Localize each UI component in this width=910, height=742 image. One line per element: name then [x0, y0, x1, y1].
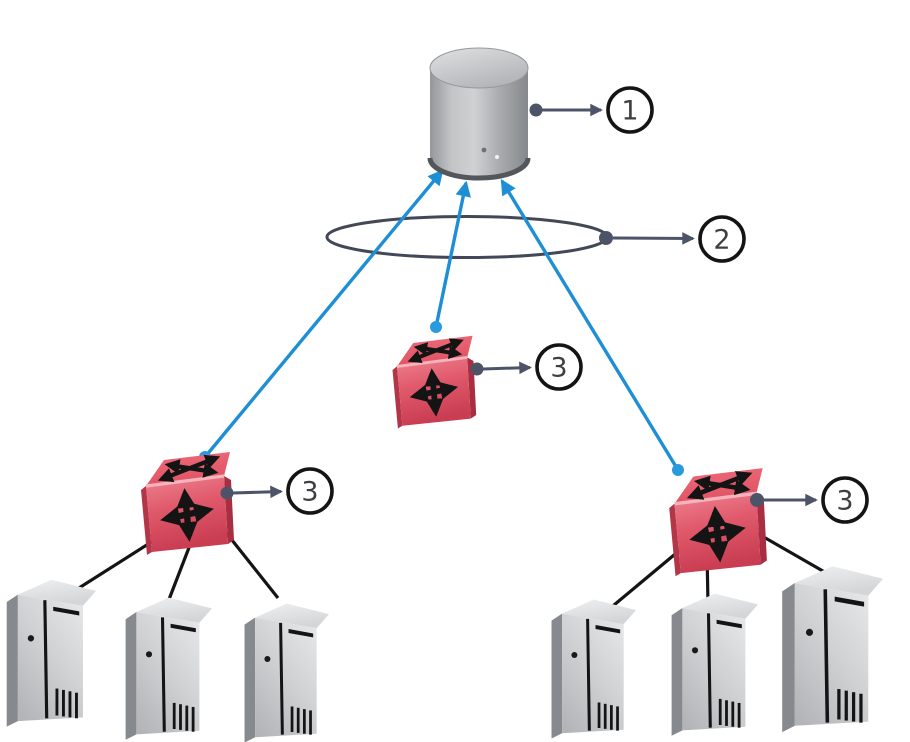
callout-circle [606, 86, 654, 134]
callout-number: 1 [621, 96, 638, 127]
callout-anchor-dot [470, 362, 484, 376]
callout-switch-right: 3 [750, 476, 869, 524]
server-group-right [550, 564, 885, 741]
cylinder-led-dark [481, 147, 487, 153]
uplink-right-switch [500, 178, 680, 471]
server-tower [124, 596, 214, 742]
routing-switch-left [141, 452, 234, 555]
server-tower [780, 564, 885, 734]
server-tower [550, 598, 638, 741]
callout-arrow [482, 361, 532, 375]
uplink-left-switch [203, 169, 444, 459]
link-left-switch-server-2 [166, 544, 192, 603]
ring-ellipse [325, 215, 609, 259]
server-tower [670, 592, 760, 738]
callout-circle [286, 467, 334, 515]
callout-switch-middle: 3 [470, 343, 583, 391]
callout-circle [535, 343, 583, 391]
callout-switch-left: 3 [220, 467, 334, 515]
callout-core: 1 [529, 86, 654, 134]
uplink-middle-switch [434, 180, 471, 328]
callout-anchor-dot [529, 103, 543, 117]
callout-anchor-dot [220, 486, 234, 500]
callout-anchor-dot [750, 493, 764, 507]
routing-switch-middle [393, 336, 477, 429]
callout-arrow [232, 485, 283, 499]
core-cylinder [427, 47, 531, 181]
callout-number: 3 [550, 353, 567, 384]
server-tower [243, 602, 331, 742]
callout-number: 2 [713, 225, 730, 256]
callout-anchor-dot [599, 231, 613, 245]
callout-circle [698, 215, 746, 263]
callout-number: 3 [301, 477, 318, 508]
cylinder-led-light [495, 155, 499, 159]
callout-number: 3 [836, 486, 853, 517]
callout-arrow [612, 232, 695, 245]
blue-uplinks [203, 169, 680, 471]
server-tower [5, 578, 98, 729]
routing-switch-right [669, 468, 767, 576]
server-group-left [5, 578, 331, 742]
callout-circle [821, 476, 869, 524]
callout-ring: 2 [599, 215, 746, 263]
